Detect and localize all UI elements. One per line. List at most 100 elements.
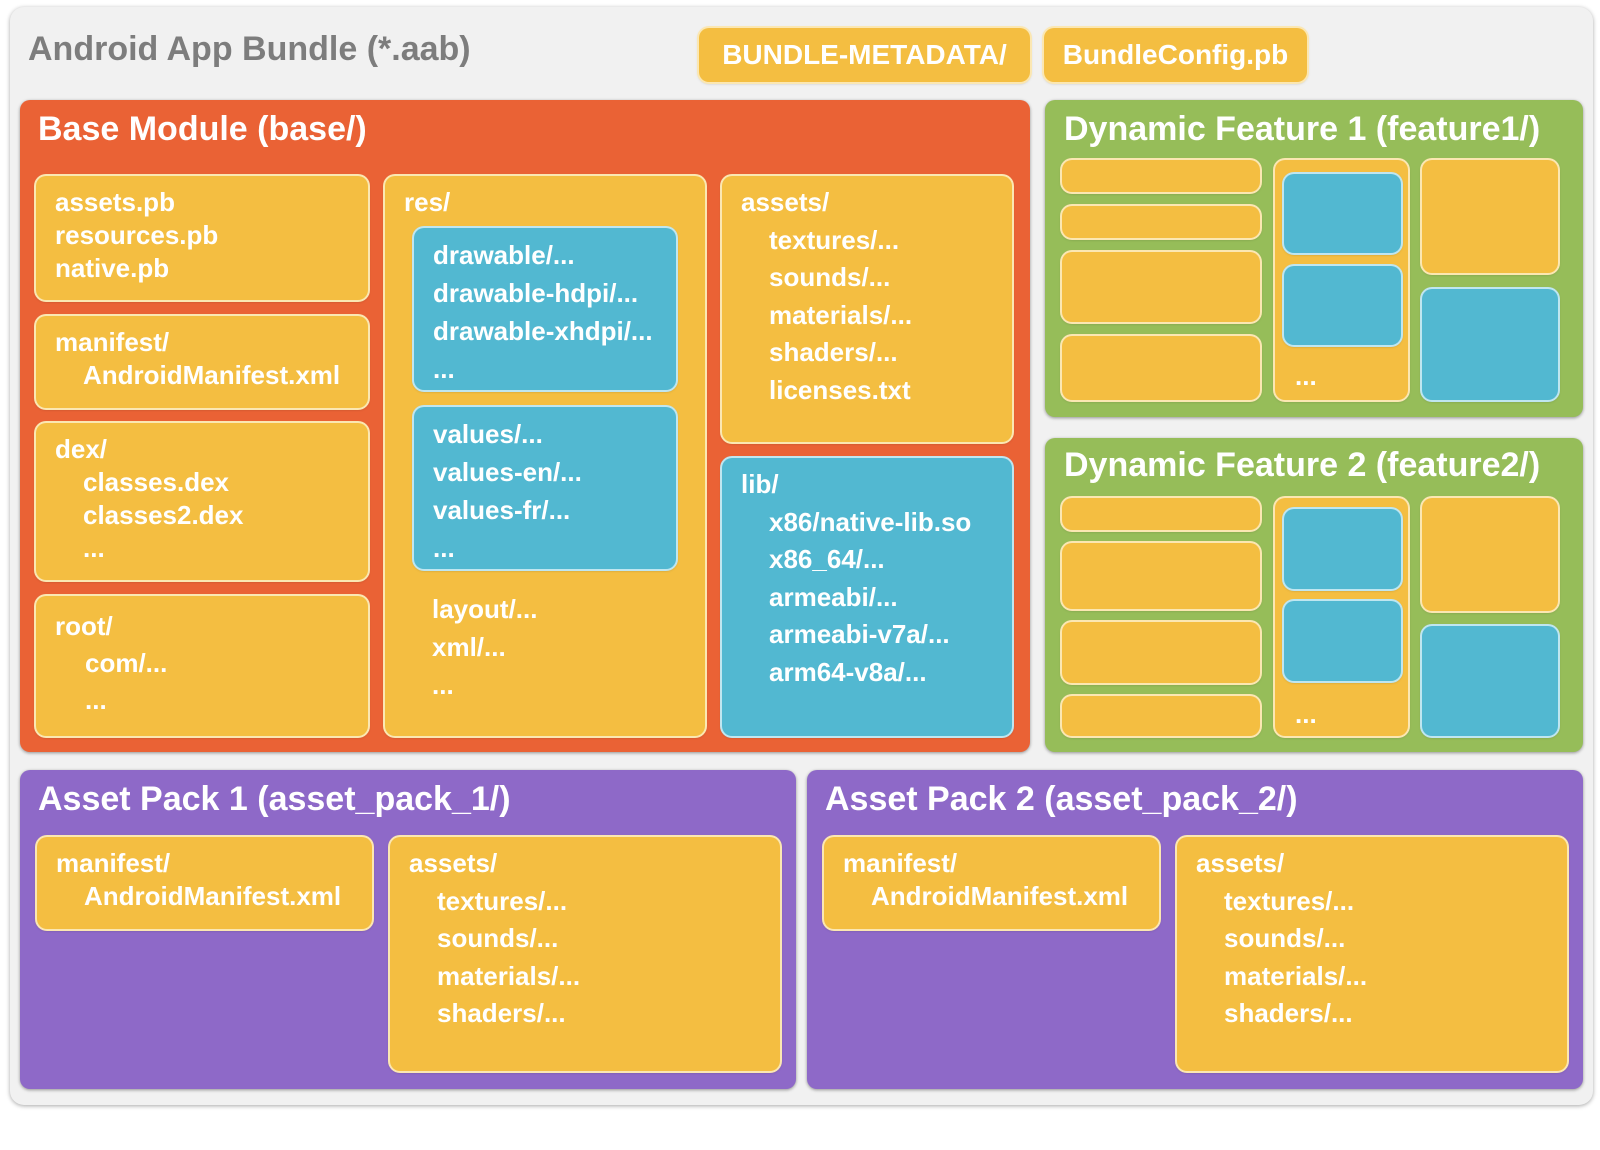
ellipsis: ... xyxy=(1295,699,1317,729)
asset-pack-1: Asset Pack 1 (asset_pack_1/) manifest/ A… xyxy=(20,770,796,1089)
bundle-metadata-box: BUNDLE-METADATA/ xyxy=(699,28,1030,82)
folder-item: arm64-v8a/... xyxy=(769,656,927,687)
manifest-list: manifest/ AndroidManifest.xml xyxy=(56,847,341,913)
assets-list: assets/ textures/... sounds/... material… xyxy=(1196,845,1367,1033)
feature-assets-box xyxy=(1422,160,1558,273)
bundle-title: Android App Bundle (*.aab) xyxy=(28,30,471,68)
feature-file-box xyxy=(1062,252,1260,322)
folder-label: manifest/ xyxy=(56,848,171,878)
root-list: root/ com/... ... xyxy=(55,608,167,719)
base-module-title: Base Module (base/) xyxy=(38,110,367,148)
manifest-list: manifest/ AndroidManifest.xml xyxy=(55,326,340,392)
lib-list: lib/ x86/native-lib.so x86_64/... armeab… xyxy=(741,466,971,691)
folder-item: textures/... xyxy=(437,885,568,916)
folder-item: armeabi/... xyxy=(769,581,898,612)
feature-file-box xyxy=(1062,622,1260,683)
folder-label: lib/ xyxy=(741,469,779,499)
dex-box: dex/ classes.dex classes2.dex ... xyxy=(36,423,368,580)
file-item: classes2.dex xyxy=(83,500,244,530)
feature-file-box xyxy=(1062,206,1260,238)
folder-item: x86_64/... xyxy=(769,544,885,574)
res-values-group: values/... values-en/... values-fr/... .… xyxy=(414,407,676,569)
dynamic-feature-2: Dynamic Feature 2 (feature2/) ... xyxy=(1045,438,1583,752)
folder-item: drawable/... xyxy=(433,240,575,270)
feature-assets-box xyxy=(1422,498,1558,611)
feature-res-group xyxy=(1284,266,1401,345)
asset-pack-manifest-box: manifest/ AndroidManifest.xml xyxy=(824,837,1159,929)
folder-item: shaders/... xyxy=(437,998,566,1028)
folder-label: manifest/ xyxy=(843,848,958,878)
ellipsis: ... xyxy=(83,533,105,563)
feature-res-box: ... xyxy=(1275,160,1408,400)
file-item: licenses.txt xyxy=(769,374,911,405)
folder-item: values-fr/... xyxy=(433,495,571,525)
folder-item: sounds/... xyxy=(1224,923,1346,953)
feature-res-group xyxy=(1284,601,1401,681)
feature-file-box xyxy=(1062,543,1260,609)
feature-file-box xyxy=(1062,160,1260,192)
folder-item: materials/... xyxy=(769,299,913,330)
ellipsis: ... xyxy=(433,354,455,384)
folder-item: layout/... xyxy=(432,594,538,624)
assets-list: assets/ textures/... sounds/... material… xyxy=(741,184,912,409)
file-item: classes.dex xyxy=(83,467,230,497)
folder-item: textures/... xyxy=(769,224,900,255)
assets-box: assets/ textures/... sounds/... material… xyxy=(722,176,1012,442)
ellipsis: ... xyxy=(432,670,454,700)
folder-item: textures/... xyxy=(1224,885,1355,916)
proto-item: assets.pb xyxy=(55,187,175,217)
ellipsis: ... xyxy=(85,685,107,715)
folder-item: values-en/... xyxy=(433,457,582,487)
file-item: AndroidManifest.xml xyxy=(84,881,342,911)
res-drawable-group: drawable/... drawable-hdpi/... drawable-… xyxy=(414,228,676,390)
folder-item: drawable-xhdpi/... xyxy=(433,316,653,346)
drawable-list: drawable/... drawable-hdpi/... drawable-… xyxy=(433,236,653,388)
folder-item: xml/... xyxy=(432,632,506,662)
root-box: root/ com/... ... xyxy=(36,596,368,736)
proto-item: native.pb xyxy=(55,253,170,283)
asset-pack-title: Asset Pack 2 (asset_pack_2/) xyxy=(825,780,1298,818)
asset-pack-manifest-box: manifest/ AndroidManifest.xml xyxy=(37,837,372,929)
res-label: res/ xyxy=(404,187,451,217)
feature-title: Dynamic Feature 1 (feature1/) xyxy=(1064,110,1541,148)
feature-lib-box xyxy=(1422,626,1558,736)
folder-label: assets/ xyxy=(409,848,498,878)
feature-lib-box xyxy=(1422,289,1558,400)
feature-title: Dynamic Feature 2 (feature2/) xyxy=(1064,446,1541,484)
assets-list: assets/ textures/... sounds/... material… xyxy=(409,845,580,1033)
dex-list: dex/ classes.dex classes2.dex ... xyxy=(55,433,243,565)
folder-label: assets/ xyxy=(741,187,830,217)
base-module: Base Module (base/) assets.pb resources.… xyxy=(20,100,1030,752)
protos-list: assets.pb resources.pb native.pb xyxy=(55,186,218,285)
file-item: AndroidManifest.xml xyxy=(83,360,341,390)
folder-label: assets/ xyxy=(1196,848,1285,878)
values-list: values/... values-en/... values-fr/... .… xyxy=(433,415,582,567)
file-item: AndroidManifest.xml xyxy=(871,881,1129,911)
folder-label: dex/ xyxy=(55,434,108,464)
folder-item: materials/... xyxy=(1224,960,1368,991)
folder-item: shaders/... xyxy=(1224,998,1353,1028)
asset-pack-title: Asset Pack 1 (asset_pack_1/) xyxy=(38,780,511,818)
file-item: x86/native-lib.so xyxy=(769,506,972,537)
protos-box: assets.pb resources.pb native.pb xyxy=(36,176,368,300)
manifest-box: manifest/ AndroidManifest.xml xyxy=(36,316,368,408)
folder-item: com/... xyxy=(85,648,168,678)
folder-item: sounds/... xyxy=(437,923,559,953)
feature-res-box: ... xyxy=(1275,498,1408,736)
res-box: res/ drawable/... drawable-hdpi/... draw… xyxy=(385,176,705,736)
feature-res-group xyxy=(1284,174,1401,253)
asset-pack-assets-box: assets/ textures/... sounds/... material… xyxy=(390,837,780,1071)
ellipsis: ... xyxy=(1295,361,1317,391)
feature-res-group xyxy=(1284,509,1401,589)
folder-label: root/ xyxy=(55,611,113,641)
dynamic-feature-1: Dynamic Feature 1 (feature1/) ... xyxy=(1045,100,1583,417)
bundle-config-box: BundleConfig.pb xyxy=(1044,28,1307,82)
manifest-list: manifest/ AndroidManifest.xml xyxy=(843,847,1128,913)
folder-item: shaders/... xyxy=(769,337,898,367)
res-other-list: layout/... xml/... ... xyxy=(432,590,537,704)
feature-file-box xyxy=(1062,498,1260,530)
asset-pack-assets-box: assets/ textures/... sounds/... material… xyxy=(1177,837,1567,1071)
folder-item: values/... xyxy=(433,419,543,449)
folder-item: drawable-hdpi/... xyxy=(433,278,639,308)
folder-item: materials/... xyxy=(437,960,581,991)
